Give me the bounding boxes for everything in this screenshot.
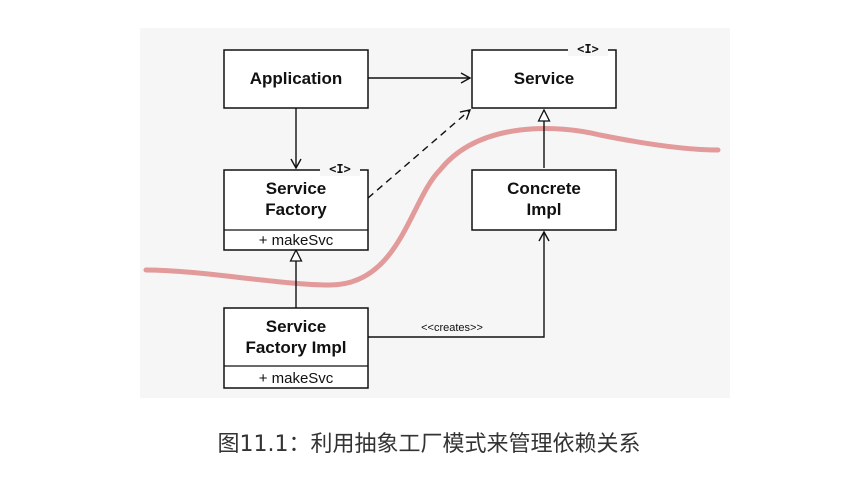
service-factory-impl-operation: + makeSvc — [259, 370, 334, 387]
service-factory-impl-label-line1: Service — [266, 317, 327, 336]
interface-stereotype-service: <I> — [577, 42, 599, 56]
service-factory-impl-box: Service Factory Impl + makeSvc — [223, 307, 369, 389]
concrete-impl-box: Concrete Impl — [471, 169, 617, 231]
factory-to-service-dashed-arrow — [367, 109, 472, 199]
service-factory-operation: + makeSvc — [259, 232, 334, 249]
application-label: Application — [250, 69, 343, 88]
creates-arrow — [368, 230, 550, 338]
service-factory-impl-label-line2: Factory Impl — [245, 338, 346, 357]
figure-caption: 图11.1：利用抽象工厂模式来管理依赖关系 — [217, 432, 641, 457]
service-factory-box: <I> Service Factory + makeSvc — [223, 162, 369, 251]
interface-stereotype-factory: <I> — [329, 162, 351, 176]
service-label: Service — [514, 69, 575, 88]
concrete-impl-label-line2: Impl — [527, 200, 562, 219]
application-box: Application — [223, 49, 369, 109]
uml-diagram: Application <I> Service <I> Service Fact… — [143, 42, 721, 389]
architecture-boundary-curve — [143, 125, 721, 288]
service-factory-label-line1: Service — [266, 179, 327, 198]
service-factory-label-line2: Factory — [265, 200, 327, 219]
concrete-impl-label-line1: Concrete — [507, 179, 581, 198]
creates-label: <<creates>> — [421, 322, 483, 334]
service-box: <I> Service — [471, 42, 617, 109]
